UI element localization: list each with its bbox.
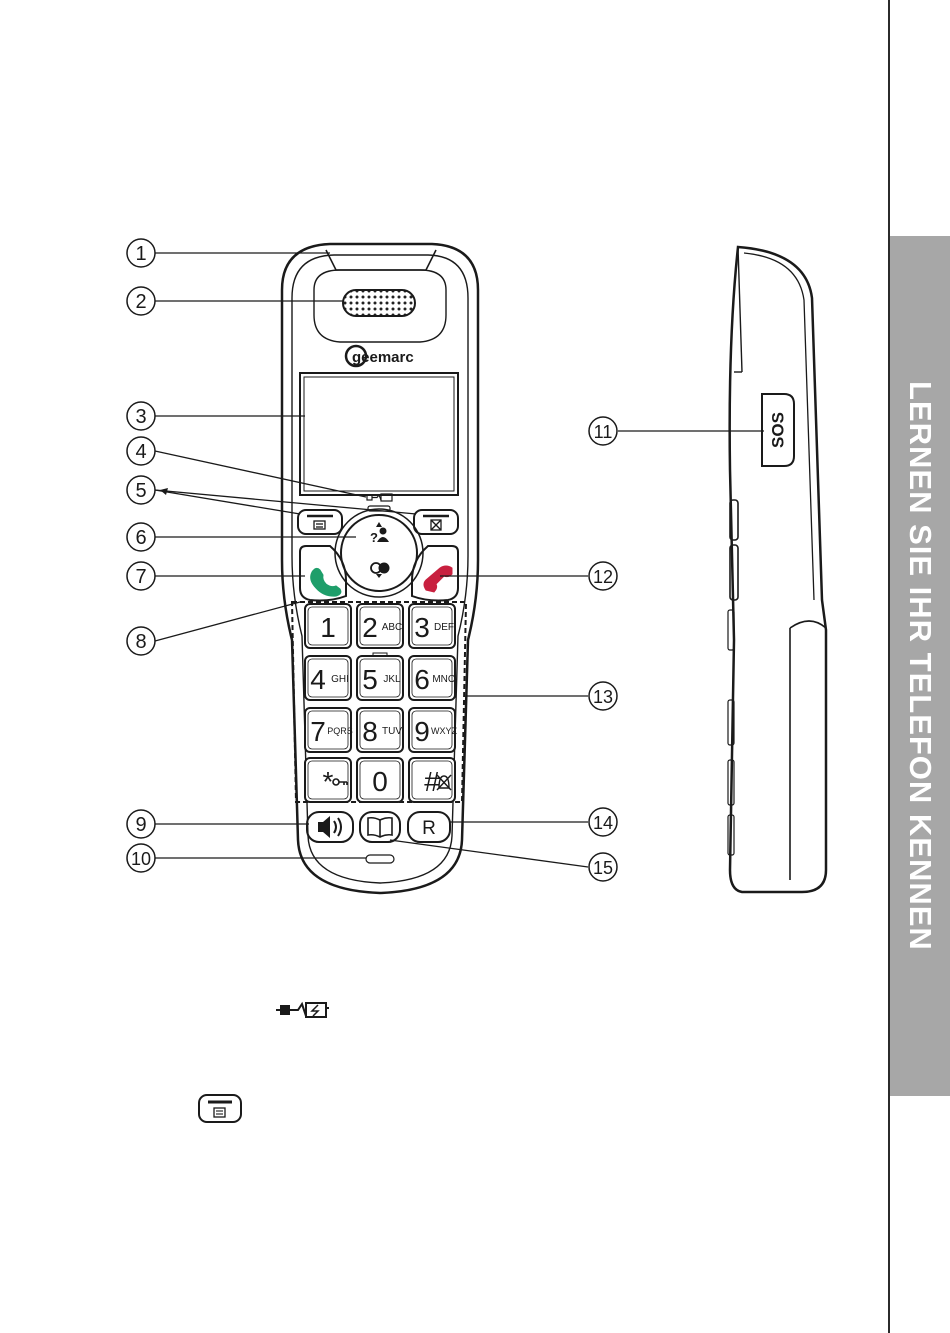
key-digit: 3	[414, 612, 430, 643]
callout-3: 3	[127, 402, 155, 430]
callout-12: 12	[589, 562, 617, 590]
book-icon	[368, 818, 392, 837]
key-8[interactable]: 8 TUV	[357, 708, 403, 752]
red-handset-icon	[424, 566, 452, 592]
key-3[interactable]: 3 DEF	[409, 604, 455, 648]
callout-6: 6	[127, 523, 155, 551]
key-digit: 2	[362, 612, 378, 643]
plug-battery-icon	[276, 1003, 329, 1017]
callout-number: 7	[135, 566, 146, 588]
key-hash[interactable]: #	[409, 758, 455, 802]
key-4[interactable]: 4 GHI	[305, 656, 351, 700]
callout-number: 3	[135, 406, 146, 428]
key-letters: JKL	[383, 674, 401, 685]
callout-number: 11	[594, 422, 613, 442]
callout-number: 13	[593, 687, 613, 707]
callout-number: 15	[593, 858, 613, 878]
handset-side	[728, 247, 826, 892]
key-digit: *	[323, 766, 334, 797]
callout-number: 9	[135, 814, 146, 836]
callout-4: 4	[127, 437, 155, 465]
callout-13: 13	[589, 682, 617, 710]
svg-text:?: ?	[370, 530, 378, 545]
key-digit: 5	[362, 664, 378, 695]
brand-logo: geemarc	[346, 346, 414, 366]
key-letters: TUV	[382, 726, 402, 737]
mute-softkey-icon	[431, 520, 441, 530]
callout-number: 10	[131, 849, 151, 869]
callout-5: 5	[127, 476, 155, 504]
callout-number: 6	[135, 527, 146, 549]
key-1[interactable]: 1	[305, 604, 351, 648]
key-digit: 4	[310, 664, 326, 695]
key-5[interactable]: 5 JKL	[357, 653, 403, 700]
key-letters: GHI	[331, 674, 349, 685]
callout-1: 1	[127, 239, 155, 267]
chapter-tab: LERNEN SIE IHR TELEFON KENNEN	[890, 236, 950, 1096]
callout-number: 14	[593, 813, 613, 833]
green-handset-icon	[311, 568, 341, 596]
brand-logo-text: geemarc	[352, 349, 414, 366]
key-letters: PQRS	[327, 726, 353, 736]
nav-down-redial-icon	[371, 563, 390, 579]
callout-15: 15	[589, 853, 617, 881]
key-digit: 1	[320, 612, 336, 643]
key-0[interactable]: 0	[357, 758, 403, 802]
key-letters: WXYZ	[431, 726, 458, 736]
menu-softkey-icon	[199, 1095, 241, 1122]
callout-7: 7	[127, 562, 155, 590]
key-digit: 6	[414, 664, 430, 695]
sos-label: SOS	[768, 412, 787, 448]
callout-8: 8	[127, 627, 155, 655]
callout-number: 4	[135, 441, 146, 463]
key-digit: 7	[310, 716, 326, 747]
speaker-icon	[318, 816, 341, 838]
chapter-tab-title: LERNEN SIE IHR TELEFON KENNEN	[902, 381, 938, 951]
key-letters: ABC	[382, 622, 403, 633]
callout-2: 2	[127, 287, 155, 315]
callout-number: 2	[135, 291, 146, 313]
callout-number: 12	[593, 567, 613, 587]
key-digit: 0	[372, 766, 388, 797]
r-key-label: R	[422, 818, 436, 839]
key-letters: DEF	[434, 622, 454, 633]
key-digit: #	[424, 766, 440, 797]
menu-softkey-icon	[314, 521, 325, 529]
callout-number: 8	[135, 631, 146, 653]
key-letters: MNO	[432, 674, 456, 685]
callout-number: 1	[135, 243, 146, 265]
callout-14: 14	[589, 808, 617, 836]
key-2[interactable]: 2 ABC	[357, 604, 403, 648]
key-digit: 9	[414, 716, 430, 747]
callout-11: 11	[589, 417, 617, 445]
nav-up-contact-icon: ?	[370, 522, 389, 545]
key-star[interactable]: *	[305, 758, 351, 802]
callout-10: 10	[127, 844, 155, 872]
key-digit: 8	[362, 716, 378, 747]
callout-number: 5	[135, 480, 146, 502]
callout-9: 9	[127, 810, 155, 838]
leader-lines	[155, 253, 764, 867]
tactile-marker	[373, 653, 387, 656]
